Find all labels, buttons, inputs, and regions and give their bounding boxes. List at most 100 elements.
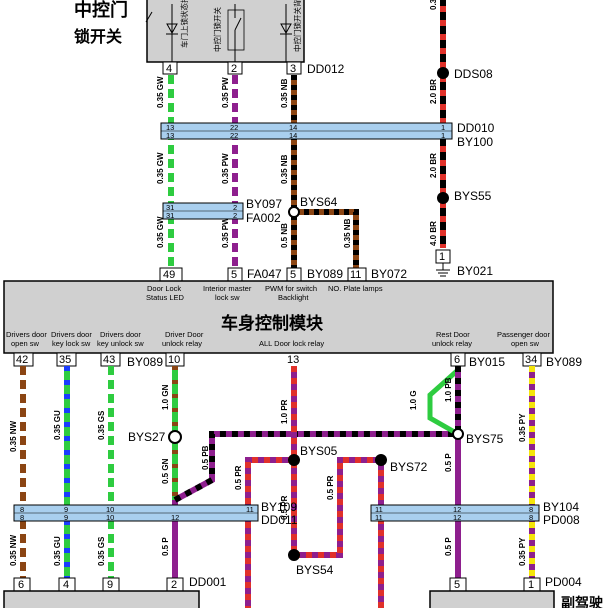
backlight-label: 中控门锁开关背光灯: [292, 0, 302, 52]
bcm-pin-label: Drivers door: [51, 330, 92, 339]
pin: 4: [63, 579, 69, 591]
pin: 35: [59, 354, 71, 366]
pin-text: 8: [529, 505, 533, 514]
pin: 10: [168, 354, 180, 366]
pin-text: 8: [20, 505, 24, 514]
top-wire-labels: 0.35 GW 0.35 PW 0.35 NB 0.35 GW 0.35 PW …: [156, 0, 438, 248]
wire-label: 0.35 NB: [280, 154, 289, 184]
bcm-pin-label: Drivers door: [6, 330, 47, 339]
pin-text: 10: [106, 505, 114, 514]
connector-label: BY089: [307, 267, 343, 281]
wire-label: 0.5 PB: [201, 445, 210, 470]
wire-label: 0.35 PW: [221, 217, 230, 248]
pin: 4: [166, 63, 172, 75]
bcm-pin-label: NO. Plate lamps: [328, 284, 383, 293]
pin: 2: [171, 579, 177, 591]
central-lock-switch: 中控门 锁开关 车门上锁状态指示灯 中控门锁开关 中控门锁开关背光灯 4 2: [74, 0, 345, 76]
pin-text: 11: [246, 505, 254, 514]
body-control-module: 车身控制模块 Door Lock Status LED Interior mas…: [3, 280, 582, 369]
connector-label: DD001: [189, 575, 227, 589]
pin: 3: [290, 63, 296, 75]
pin-text: 2: [233, 203, 237, 212]
wire-label: 0.35 PY: [518, 537, 527, 566]
connector-label: BY109: [261, 500, 297, 514]
pin: 6: [18, 579, 24, 591]
ground-icon: [436, 263, 450, 277]
connector-label: BY021: [457, 264, 493, 278]
connector-label: BY089: [546, 355, 582, 369]
wire-label: 0.35 GU: [53, 536, 62, 566]
wire-label: 0.35 GS: [97, 410, 106, 440]
connector-label: BY015: [469, 355, 505, 369]
bcm-pin-label: Door Lock: [147, 284, 181, 293]
wire-label: 4.0 BR: [429, 221, 438, 246]
connector-label: PD004: [545, 575, 582, 589]
wire-label: 0.35 GW: [156, 216, 165, 248]
splice-label: BYS27: [128, 430, 166, 444]
bcm-top-pins: 49 5 FA047 5 BY089 11 BY072 1 BY021: [159, 249, 493, 282]
pin-text: 1: [441, 131, 445, 140]
wire-label: 0.3: [429, 0, 438, 10]
splice-label: BYS55: [454, 189, 492, 203]
wire-label: 0.35 PW: [221, 77, 230, 108]
pin-text: 11: [375, 513, 383, 522]
pin: 43: [103, 354, 115, 366]
led-icon: [166, 4, 178, 62]
bottom-wires: [20, 366, 535, 608]
bcm-pin-label: Drivers door: [100, 330, 141, 339]
wire-label: 0.35 NB: [343, 218, 352, 248]
pin: 42: [16, 354, 28, 366]
switch-icon: [227, 4, 245, 62]
wire-label: 2.0 BR: [429, 79, 438, 104]
bcm-pin-label: unlock relay: [432, 339, 472, 348]
wire-label: 0.5 PR: [234, 465, 243, 490]
splices-top: DDS08 BYS55 BYS64: [288, 67, 493, 218]
bcm-pin-label: open sw: [11, 339, 40, 348]
pin-text: 12: [453, 513, 461, 522]
led-label: 车门上锁状态指示灯: [179, 0, 189, 48]
splice-label: BYS64: [300, 195, 338, 209]
pin-text: 12: [453, 505, 461, 514]
pin-text: 9: [64, 513, 68, 522]
wire-label: 0.5 NB: [280, 223, 289, 248]
pin-text: 22: [230, 123, 238, 132]
wire-label: 0.5 P: [444, 453, 453, 472]
bcm-pin-label: Backlight: [278, 293, 309, 302]
connector-label: BY104: [543, 500, 579, 514]
pin: 5: [454, 579, 460, 591]
wire-label: 0.5 GN: [161, 458, 170, 484]
pin-text: 31: [166, 211, 174, 220]
pin: 13: [287, 354, 299, 366]
pin: 1: [528, 579, 534, 591]
pin-text: 8: [20, 513, 24, 522]
bcm-pin-label: Driver Door: [165, 330, 204, 339]
pin-text: 13: [166, 131, 174, 140]
connector-label: FA002: [246, 211, 281, 225]
connector-label: PD008: [543, 513, 580, 527]
pin: 34: [525, 354, 537, 366]
wire-label: 0.35 GS: [97, 536, 106, 566]
pin-text: 14: [289, 123, 297, 132]
bottom-connectors: 6 4 9 2 DD001 5 1 PD004 副驾驶: [3, 575, 603, 608]
wire-label: 1.0 GN: [161, 384, 170, 410]
splices-bottom: BYS27 BYS05 BYS72 BYS75 BYS54: [128, 428, 504, 577]
pin-text: 13: [166, 123, 174, 132]
splice-label: BYS05: [300, 444, 338, 458]
splice-label: DDS08: [454, 67, 493, 81]
connector-label: DD011: [261, 513, 298, 527]
pin-text: 14: [289, 131, 297, 140]
wire-label: 0.35 GW: [156, 76, 165, 108]
bcm-pin-label: ALL Door lock relay: [259, 339, 324, 348]
pin: 11: [350, 269, 361, 281]
connector-label: BY097: [246, 197, 282, 211]
inline-connector-dd010: 13 22 14 1 13 22 14 1 DD010 BY100: [160, 121, 495, 149]
wire-label: 0.35 NB: [280, 78, 289, 108]
pin: 5: [290, 269, 296, 281]
wire-label: 0.5 P: [444, 537, 453, 556]
splice-label: BYS54: [296, 563, 334, 577]
wire-label: 0.5 PR: [326, 475, 335, 500]
switch-title-2: 锁开关: [74, 27, 122, 46]
connector-label: FA047: [247, 267, 282, 281]
bcm-pin-label: Status LED: [146, 293, 185, 302]
bcm-pin-label: Rest Door: [436, 330, 470, 339]
